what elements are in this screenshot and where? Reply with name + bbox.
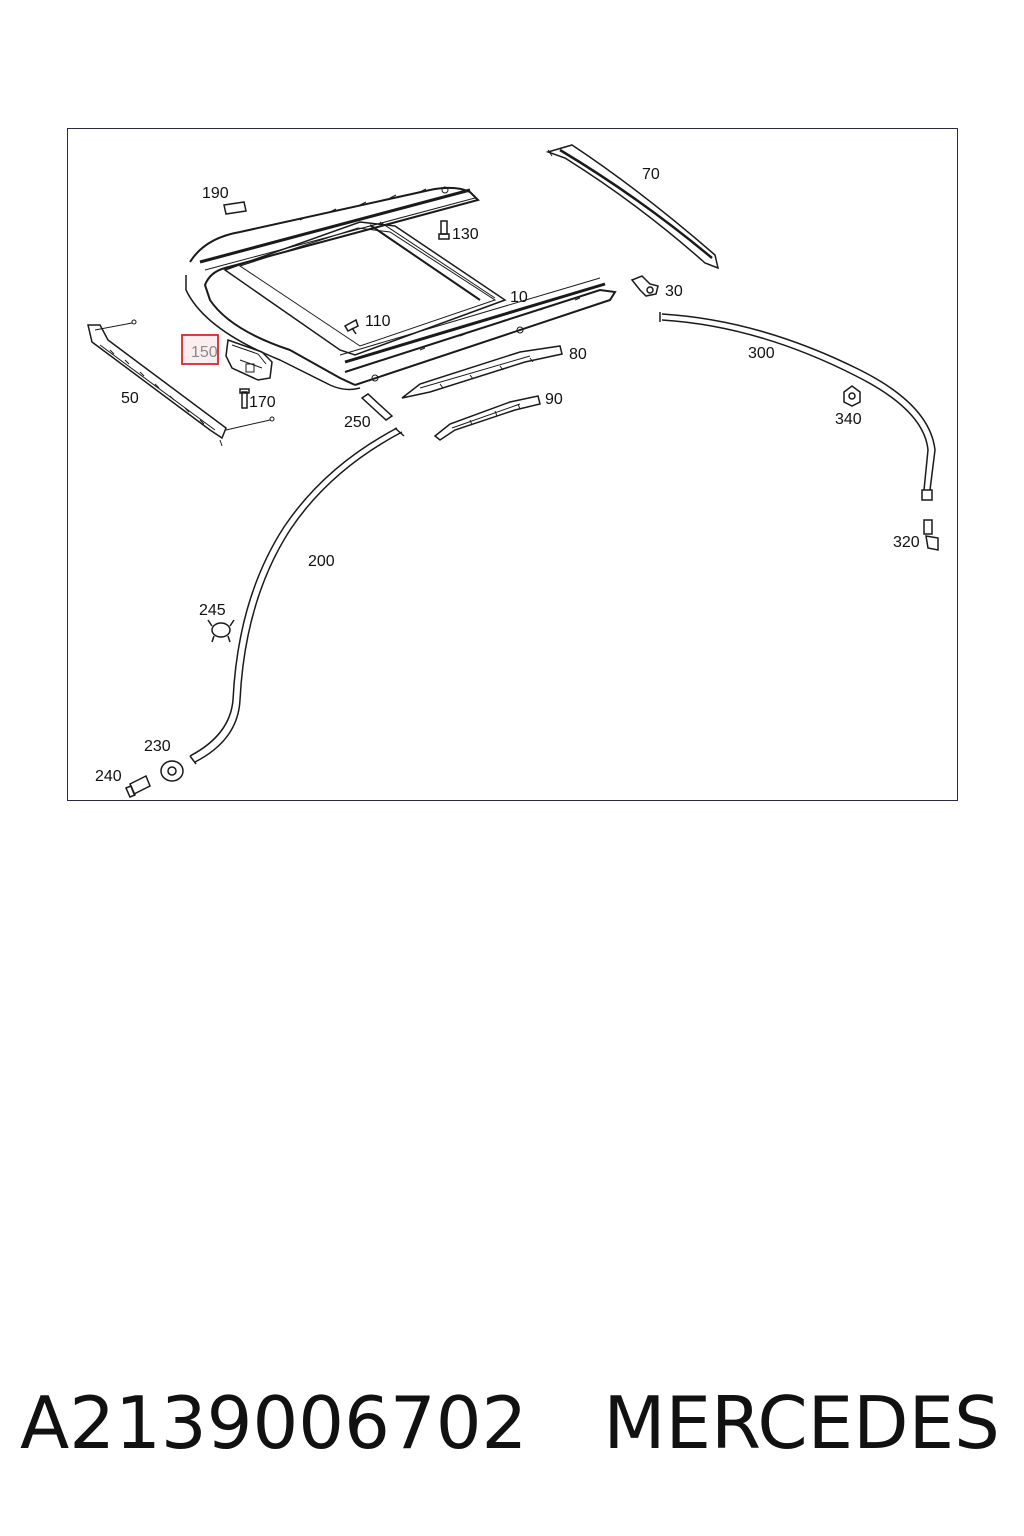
bolt-170 [239, 388, 250, 409]
sunroof-frame [185, 186, 617, 391]
rear-rail-70 [545, 144, 720, 270]
callout-250: 250 [344, 414, 371, 431]
callout-70: 70 [642, 166, 660, 183]
callout-170: 170 [249, 394, 276, 411]
drain-hose-200 [189, 427, 405, 765]
hose-clip-245 [207, 619, 235, 643]
block-190 [223, 201, 247, 215]
motor-150 [225, 338, 273, 381]
callout-245: 245 [199, 602, 226, 619]
callout-230: 230 [144, 738, 171, 755]
highlight-box-150 [181, 334, 219, 365]
diagram-frame [67, 128, 958, 801]
callout-300: 300 [748, 345, 775, 362]
callout-190: 190 [202, 185, 229, 202]
clip-30 [630, 275, 659, 297]
callout-150: 150 [191, 344, 218, 361]
side-rail-90 [433, 395, 541, 441]
callout-labels: 190 70 130 30 10 110 80 300 50 170 90 34… [95, 166, 920, 785]
drain-hose-300 [659, 312, 936, 501]
callout-320: 320 [893, 534, 920, 551]
side-rail-80 [401, 345, 563, 399]
callout-130: 130 [452, 226, 479, 243]
part-number: A2139006702 [20, 1381, 528, 1465]
bolt-130 [438, 220, 450, 240]
valve-240 [124, 774, 151, 798]
brand-name: MERCEDES [603, 1381, 1000, 1465]
callout-110: 110 [365, 313, 391, 330]
callout-10: 10 [510, 289, 528, 306]
callout-50: 50 [121, 390, 139, 407]
screw-110 [343, 318, 359, 335]
grommet-230 [160, 760, 184, 782]
callout-340: 340 [835, 411, 862, 428]
connector-250 [360, 393, 394, 421]
nut-340 [843, 385, 861, 407]
callout-80: 80 [569, 346, 587, 363]
callout-90: 90 [545, 391, 563, 408]
callout-200: 200 [308, 553, 335, 570]
callout-30: 30 [665, 283, 683, 300]
callout-240: 240 [95, 768, 122, 785]
deflector-50 [87, 319, 275, 447]
caption: A2139006702 MERCEDES [20, 1368, 1010, 1478]
valve-320 [923, 519, 939, 551]
